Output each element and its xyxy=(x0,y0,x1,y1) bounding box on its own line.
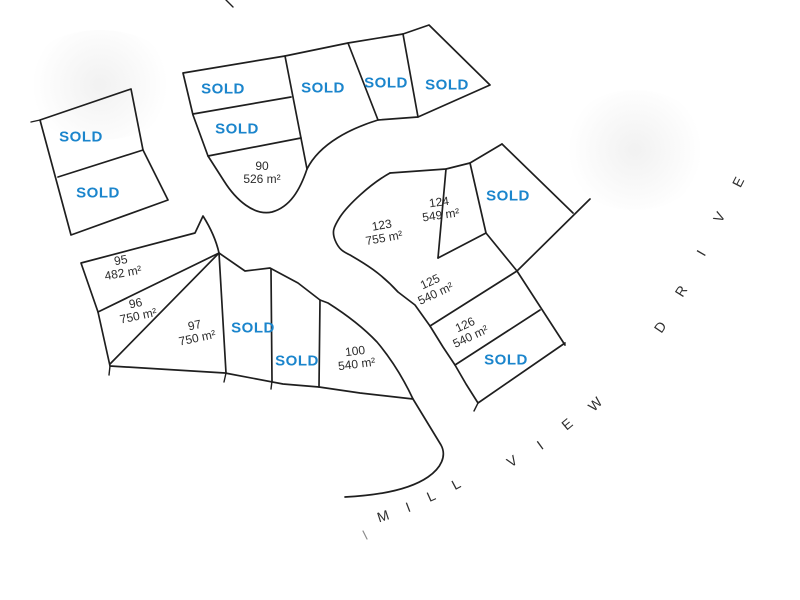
divider-125-126 xyxy=(429,270,518,327)
survey-tick xyxy=(225,0,234,8)
parcel-block-top-left xyxy=(39,88,169,236)
divider-top-left-block xyxy=(57,149,144,178)
lot-100-label: 100 540 m² xyxy=(336,343,376,373)
divider-97-sold xyxy=(218,252,227,374)
lot-label-sold-tl-2: SOLD xyxy=(76,184,120,202)
lot-label-sold-strip-a: SOLD xyxy=(231,319,275,337)
parcel-block-right-north-edge xyxy=(389,143,503,174)
survey-tick xyxy=(30,119,41,123)
divider-124-sold xyxy=(469,162,518,272)
survey-tick xyxy=(270,380,273,390)
lot-90-area: 526 m² xyxy=(243,172,281,186)
lot-label-sold-right-bottom: SOLD xyxy=(484,351,528,369)
divider-123-124 xyxy=(437,168,447,259)
divider-96-97 xyxy=(109,252,220,365)
divider-sold-sold xyxy=(270,268,273,382)
survey-tick xyxy=(473,402,479,412)
lot-124-label: 124 549 m² xyxy=(420,194,460,225)
lot-label-sold-strip-b: SOLD xyxy=(275,352,319,370)
road-edge-millview-east xyxy=(516,198,591,346)
parcel-block-right-west-boundary xyxy=(332,172,566,404)
divider-middle-h1 xyxy=(192,96,292,115)
lot-label-sold-mid-1: SOLD xyxy=(201,80,245,98)
divider-middle-h2 xyxy=(207,137,302,157)
lot-label-sold-mid-2: SOLD xyxy=(215,120,259,138)
divider-middle-3 xyxy=(402,33,419,118)
lot-90-label: 90 526 m² xyxy=(243,160,280,186)
stray-mark xyxy=(362,530,368,540)
parcel-block-right-ne-edge xyxy=(501,143,574,214)
divider-126-sold xyxy=(454,309,541,366)
divider-sold-100 xyxy=(318,299,321,388)
survey-tick xyxy=(108,365,111,376)
lot-label-sold-mid-3: SOLD xyxy=(301,79,345,97)
divider-middle-2 xyxy=(347,42,379,121)
lot-label-sold-tl-1: SOLD xyxy=(59,128,103,146)
divider-124-125 xyxy=(437,232,487,259)
lot-label-sold-mid-4: SOLD xyxy=(364,74,408,92)
road-edge-curve-south xyxy=(344,398,445,498)
lot-label-sold-mid-5: SOLD xyxy=(425,76,469,94)
lot-label-sold-right-top: SOLD xyxy=(486,187,530,205)
divider-95-96 xyxy=(97,252,220,313)
lot-90-number: 90 xyxy=(255,159,269,173)
survey-tick xyxy=(223,372,227,383)
divider-middle-1 xyxy=(284,55,308,170)
